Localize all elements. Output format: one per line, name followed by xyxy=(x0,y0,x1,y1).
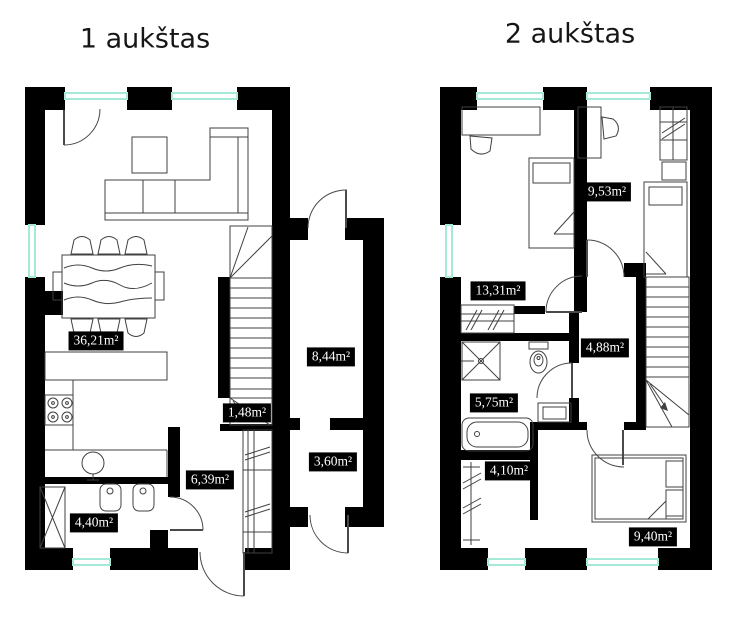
desk-icon xyxy=(461,106,541,136)
floor1-windows xyxy=(28,92,238,566)
floor2-label-wardrobe: 4,10m² xyxy=(484,461,534,481)
coffee-table-icon xyxy=(131,136,168,174)
floor1-stairs-icon xyxy=(229,225,273,426)
window-icon xyxy=(64,92,128,100)
wardrobe-shelf-icon xyxy=(659,106,688,161)
kitchen-counter-icon xyxy=(44,351,168,477)
wardrobe-rail-icon xyxy=(462,462,482,545)
window-icon xyxy=(171,92,238,100)
floor1-label-vestibule: 1,48m² xyxy=(222,403,272,423)
floor1-label-bathroom: 4,40m² xyxy=(69,513,119,533)
floor1-label-storage-bottom: 3,60m² xyxy=(308,452,358,472)
nightstand-icon xyxy=(661,161,687,181)
shower-icon xyxy=(461,341,501,381)
bidet-icon xyxy=(132,483,155,512)
floor2-furniture xyxy=(460,106,688,545)
storage-bottom-door xyxy=(309,514,349,554)
floor2-label-bedroom-master: 9,40m² xyxy=(628,527,678,547)
window-icon xyxy=(476,92,544,100)
dining-table-icon xyxy=(52,254,165,319)
desk-chair-icon xyxy=(601,116,619,140)
bathroom2-door xyxy=(536,362,573,399)
bed-single-icon xyxy=(643,181,688,278)
stove-icon xyxy=(44,394,74,426)
floor2-label-bedroom-small: 9,53m² xyxy=(582,182,632,202)
toilet-icon xyxy=(528,341,549,374)
bed-single-icon xyxy=(528,157,575,249)
coat-closet-icon xyxy=(242,429,273,554)
floor2-title: 2 aukštas xyxy=(504,18,636,50)
window-icon xyxy=(586,92,651,100)
floor2-doors xyxy=(536,239,625,468)
bedroom-small-door xyxy=(586,239,625,278)
storage-top-door xyxy=(307,189,348,229)
kitchen-sink-icon xyxy=(81,451,105,481)
floor2-label-bedroom-large: 13,31m² xyxy=(470,281,526,301)
bedroom-large-door xyxy=(545,275,583,313)
closet-rail-icon xyxy=(460,304,515,334)
floor2-label-hall: 4,88m² xyxy=(580,338,630,358)
floor1-label-living: 36,21m² xyxy=(68,331,124,351)
floor1-title: 1 aukštas xyxy=(79,23,211,55)
window-icon xyxy=(72,558,111,566)
desk-icon xyxy=(577,106,602,159)
floor1-doors xyxy=(63,108,349,597)
desk-chair-icon xyxy=(469,135,493,155)
floor2-label-bathroom: 5,75m² xyxy=(469,393,519,413)
window-icon xyxy=(28,224,36,278)
floor2-stairs-icon xyxy=(645,276,690,428)
dining-chairs-icon xyxy=(70,236,148,337)
bathroom-door xyxy=(169,496,204,531)
floor1-label-hallway: 6,39m² xyxy=(185,470,235,490)
floor2-plan xyxy=(440,87,712,570)
terrace-door xyxy=(63,108,101,146)
bathroom-sink-icon xyxy=(537,402,572,423)
window-icon xyxy=(487,558,526,566)
floor2-windows xyxy=(445,92,659,566)
bed-double-icon xyxy=(591,454,687,523)
entrance-door xyxy=(199,551,245,597)
window-icon xyxy=(586,558,659,566)
bedroom-master-door xyxy=(586,429,625,468)
floor1-label-storage-top: 8,44m² xyxy=(306,347,356,367)
window-icon xyxy=(445,224,453,278)
washing-machine-icon xyxy=(39,486,66,549)
floor1-plan xyxy=(25,87,384,597)
corner-sofa-icon xyxy=(104,127,249,221)
floor2-walls xyxy=(440,87,712,570)
wall-hung-toilet-icon xyxy=(99,483,122,512)
bathtub-icon xyxy=(461,417,534,452)
